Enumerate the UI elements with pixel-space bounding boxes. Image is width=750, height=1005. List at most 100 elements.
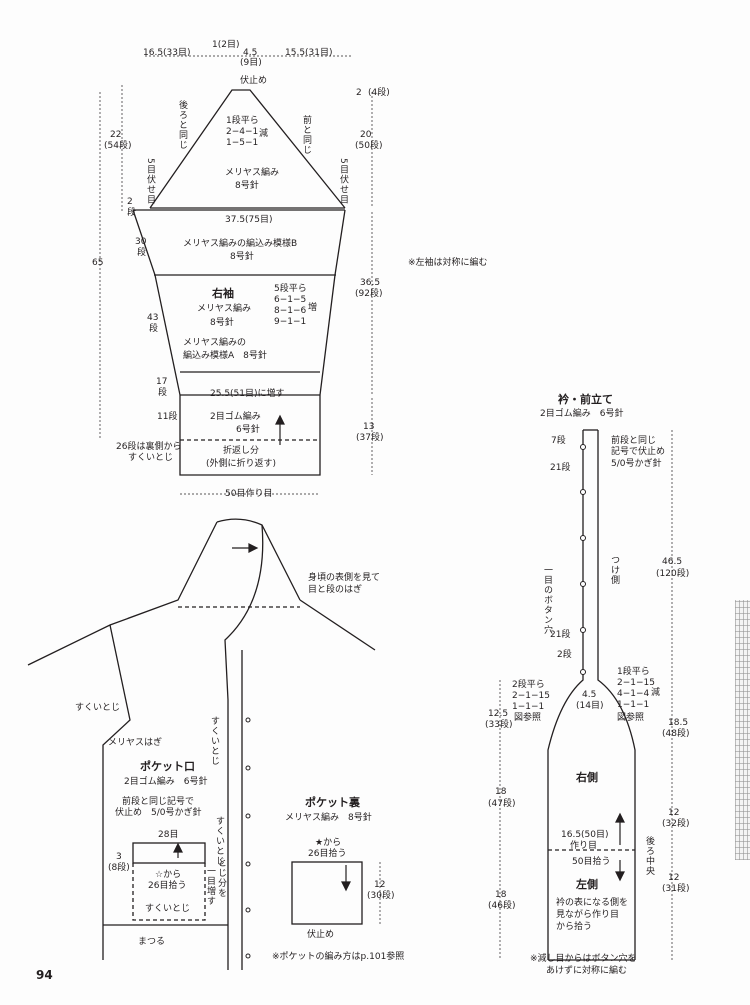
pick-note-1: 衿の表になる側を — [556, 898, 629, 908]
star-from-1: ☆から — [155, 870, 182, 880]
patternA-name: メリヤス編みの — [183, 338, 247, 348]
dec-left-2: 2−1−15 — [512, 691, 550, 701]
len365-val: 36.5 — [360, 278, 381, 288]
foldback-1: 折返し分 — [223, 446, 260, 456]
len465-val: 46.5 — [662, 557, 683, 567]
rows26-note-2: すくいとじ — [128, 453, 174, 463]
front-edge — [102, 624, 131, 960]
width-top: 37.5(75目) — [225, 215, 273, 225]
rows17-unit: 段 — [158, 388, 168, 398]
inc-to: 25.5(51目)に増す — [210, 389, 285, 399]
patternB-name: メリヤス編みの編込み模様B — [183, 239, 298, 249]
sleeve-top-dim-rows-b: (9目) — [240, 58, 262, 68]
pocket-back-star-2: 26目拾う — [308, 849, 347, 859]
left-raglan-len: 22 — [110, 130, 122, 140]
len13-val: 13 — [363, 422, 375, 432]
pocket-back-star-1: ★から — [315, 838, 342, 848]
len365-rows: (92段) — [355, 289, 383, 299]
cuff-ribbing: 2目ゴム編み — [210, 412, 261, 422]
sleeve-top-dim-center: 1(2目) — [212, 40, 240, 50]
right-raglan-rows: (50段) — [355, 141, 383, 151]
attach-side: つけ側 — [609, 555, 619, 585]
w-cast-2: 作り目 — [570, 841, 598, 851]
ref-fig-left: 図参照 — [514, 713, 542, 723]
pocket-back-title: ポケット裏 — [305, 796, 360, 809]
dec-rule-3: 1−5−1 — [226, 138, 259, 148]
len12b-val: 12 — [668, 873, 680, 883]
collar-left-edge — [547, 430, 584, 960]
sleeve-top-dim-left: 16.5(33目) — [143, 48, 191, 58]
collar-title: 衿・前立て — [558, 393, 613, 406]
len465-rows: (120段) — [656, 569, 690, 579]
pocket-rib: 2目ゴム編み 6号針 — [124, 777, 208, 787]
cast-on: 50目作り目 — [225, 489, 273, 499]
right-raglan-len: 20 — [360, 130, 372, 140]
needle8-mid: 8号針 — [210, 318, 234, 328]
needle8-top: 8号針 — [235, 181, 259, 191]
sleeve-right-edge — [319, 209, 346, 396]
stockinette-mid: メリヤス編み — [197, 304, 252, 314]
len12a-rows: (32段) — [662, 819, 690, 829]
len12b-rows: (31段) — [662, 884, 690, 894]
inc-rule-3: 8−1−6 — [274, 306, 307, 316]
mattress-v2: すくいとじ — [214, 816, 224, 866]
bottom-note-1: ※減し目からはボタン穴を — [530, 954, 637, 964]
rows11: 11段 — [157, 412, 178, 422]
rows30-unit: 段 — [137, 248, 147, 258]
dec-left-3: 1−1−1 — [512, 702, 545, 712]
star-from-2: 26目拾う — [148, 881, 187, 891]
rows30-val: 30 — [135, 237, 147, 247]
page-edge-lines — [735, 600, 750, 860]
sleeve-top-dim-rows: 4.5 — [243, 48, 258, 58]
len18b-val: 18 — [495, 890, 507, 900]
pocket-note-1: 前段と同じ記号で — [122, 797, 195, 807]
pocket-note-2: 伏止め 5/0号かぎ針 — [115, 808, 202, 818]
dec-rule-1: 1段平ら — [226, 116, 259, 126]
left-raglan-rows: (54段) — [104, 141, 132, 151]
cuff-needle: 6号針 — [236, 425, 260, 435]
sleeve-top-dim-right: 15.5(31目) — [285, 48, 333, 58]
inc-rule-4: 9−1−1 — [274, 317, 307, 327]
w45-val: 4.5 — [582, 690, 597, 700]
top-rows-val: 2 — [356, 88, 362, 98]
rows43-val: 43 — [147, 313, 159, 323]
len13-rows: (37段) — [356, 433, 384, 443]
buttonhole-label: 一目のボタン穴 — [542, 565, 552, 635]
pick-note-3: から拾う — [556, 922, 593, 932]
inc-rule-1: 5段平ら — [274, 284, 307, 294]
two-rows-val: 2 — [127, 197, 133, 207]
rows26-note-1: 26段は裏側から — [116, 442, 182, 452]
left-sleeve-note: ※左袖は対称に編む — [408, 258, 488, 268]
pocket-back-rows-val: 12 — [374, 880, 386, 890]
whip: まつる — [138, 937, 166, 947]
left-side-title: 左側 — [576, 878, 598, 891]
dec-right-4: 1−1−1 — [617, 700, 650, 710]
patternB-needle: 8号針 — [230, 252, 254, 262]
collar-rib: 2目ゴム編み 6号針 — [540, 409, 624, 419]
dec-right-3: 4−1−4 — [617, 689, 650, 699]
shoulder-left — [27, 521, 218, 666]
collar-note-3: 5/0号かぎ針 — [611, 459, 662, 469]
side-note-1: 身頃の表側を見て — [308, 573, 381, 583]
collar-note-2: 記号で伏止め — [611, 447, 666, 457]
pocket-back-rows-unit: (30段) — [367, 891, 395, 901]
left-bindoff: 5目伏せ目 — [145, 158, 155, 205]
pick50: 50目拾う — [572, 857, 611, 867]
pocket-rows-unit: (8段) — [108, 863, 130, 873]
right-side-title: 右側 — [576, 771, 598, 784]
pocket-back-outline — [291, 861, 363, 925]
ref-fig-right: 図参照 — [617, 713, 645, 723]
mattress-v1: すくいとじ — [209, 716, 219, 766]
foldback-2: (外側に折り返す) — [206, 459, 277, 469]
pocket-28: 28目 — [158, 830, 179, 840]
one-inc: 一目増す — [205, 866, 215, 906]
sleeve-cap-outline — [149, 89, 346, 209]
dec-right-2: 2−1−15 — [617, 678, 655, 688]
right-sleeve-title: 右袖 — [212, 287, 234, 300]
w-cast-1: 16.5(50目) — [561, 830, 609, 840]
len18b-rows: (46段) — [488, 901, 516, 911]
collar-note-1: 前段と同じ — [611, 436, 657, 446]
collar-rows7: 7段 — [551, 436, 566, 446]
back-center: 後ろ中央 — [644, 836, 654, 876]
